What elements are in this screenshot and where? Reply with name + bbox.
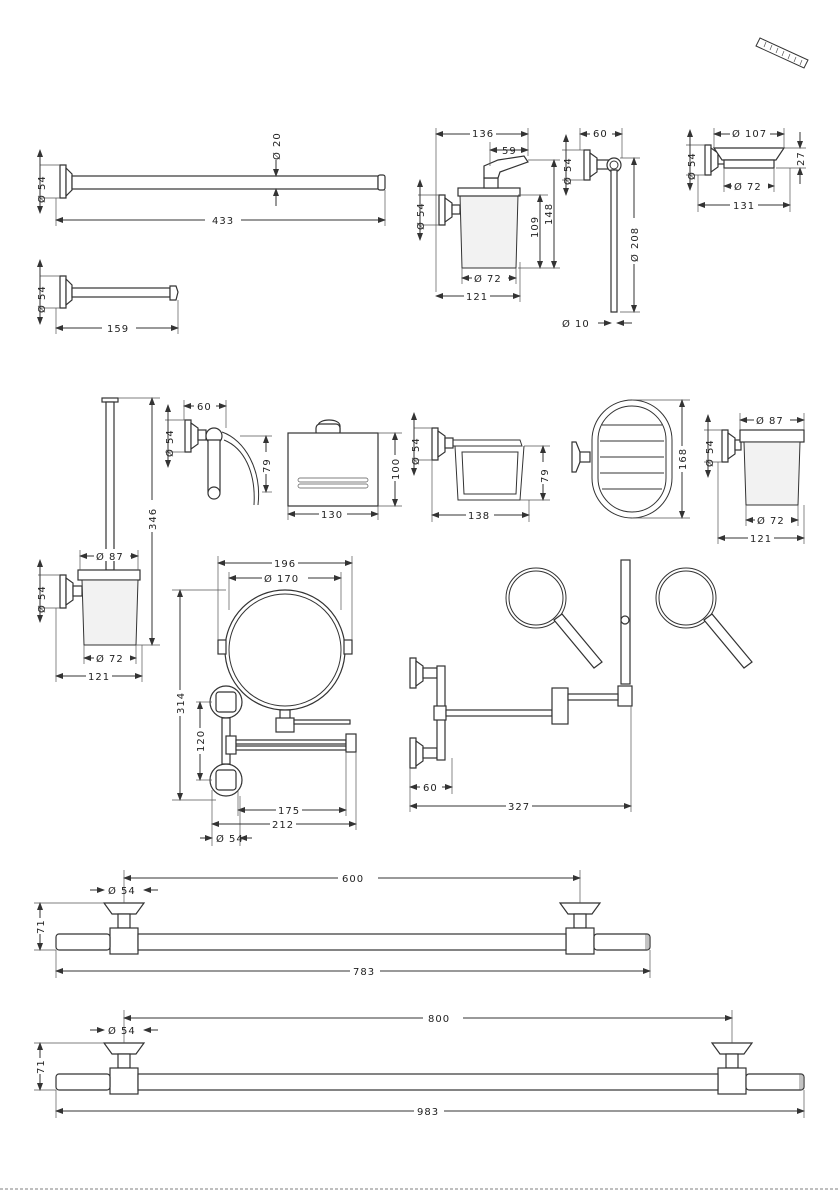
short-holder-length-dim: 159 <box>107 324 129 335</box>
tumbler-depth-dim: 121 <box>750 534 772 545</box>
brush-cup-dim: Ø 87 <box>96 551 124 563</box>
short-holder-drawing: Ø 54 159 <box>36 260 178 335</box>
soap-glass-dim: Ø 72 <box>474 273 502 285</box>
tumbler-mount-dim: Ø 54 <box>704 439 716 467</box>
mirror-arm-long-dim: 212 <box>272 820 294 831</box>
rail1-mount-dim: Ø 54 <box>108 885 136 897</box>
sponge-basket-drawing: 168 <box>572 400 690 518</box>
mirror-arm-short-dim: 175 <box>278 806 300 817</box>
rail2-spacing-dim: 800 <box>428 1014 450 1025</box>
mirror-diameter-dim: Ø 170 <box>264 573 299 585</box>
towel-ring-drawing: 60 Ø 54 Ø 208 Ø 10 <box>562 127 641 330</box>
towel-bar-drawing: Ø 54 Ø 20 433 <box>36 132 385 227</box>
towel-bar-mount-dim: Ø 54 <box>36 175 48 203</box>
paper-holder-mount-dim: Ø 54 <box>164 429 176 457</box>
soap-height-b-dim: 148 <box>544 203 555 225</box>
rail-800-drawing: 800 Ø 54 71 983 <box>33 1010 804 1118</box>
dish-height-dim: 27 <box>796 151 807 166</box>
soap-height-a-dim: 109 <box>530 216 541 238</box>
mirror-mount-dim: Ø 54 <box>216 833 244 845</box>
basket-height-dim: 79 <box>540 468 551 483</box>
towel-bar-length-dim: 433 <box>212 216 234 227</box>
rail2-height-dim: 71 <box>36 1059 47 1074</box>
rail1-height-dim: 71 <box>36 919 47 934</box>
dish-diameter-dim: Ø 107 <box>732 128 767 140</box>
rail2-length-dim: 983 <box>417 1107 439 1118</box>
soap-total-width-dim: 136 <box>472 129 494 140</box>
ring-diameter-dim: Ø 208 <box>629 227 641 262</box>
rail-600-drawing: 600 Ø 54 71 783 <box>33 870 650 978</box>
soap-depth-dim: 121 <box>466 292 488 303</box>
mirror-width-dim: 196 <box>274 559 296 570</box>
soap-dish-drawing: Ø 107 27 Ø 54 Ø 72 131 <box>686 127 807 212</box>
soap-dispenser-drawing: 136 59 109 148 Ø 54 Ø 72 121 <box>415 127 560 303</box>
towel-bar-diameter-dim: Ø 20 <box>271 132 283 160</box>
brush-mount-dim: Ø 54 <box>36 585 48 613</box>
ring-mount-dim: Ø 54 <box>562 157 574 185</box>
box-height-dim: 100 <box>391 458 402 480</box>
short-holder-mount-dim: Ø 54 <box>36 285 48 313</box>
rail2-mount-dim: Ø 54 <box>108 1025 136 1037</box>
brush-height-dim: 346 <box>148 508 159 530</box>
dish-mount-dim: Ø 54 <box>686 152 698 180</box>
mirror-height-dim: 314 <box>176 692 187 714</box>
ruler-icon <box>756 38 808 68</box>
ring-rod-dim: Ø 10 <box>562 318 590 330</box>
toilet-brush-drawing: 346 Ø 87 Ø 54 Ø 72 121 <box>36 398 160 683</box>
tumbler-diameter-dim: Ø 87 <box>756 415 784 427</box>
ring-depth-dim: 60 <box>593 129 608 140</box>
mirror-drawing: 196 Ø 170 314 120 175 212 Ø 54 <box>172 556 356 846</box>
basket-mount-dim: Ø 54 <box>410 437 422 465</box>
sponge-height-dim: 168 <box>678 448 689 470</box>
box-width-dim: 130 <box>321 510 343 521</box>
rail1-length-dim: 783 <box>353 967 375 978</box>
paper-box-drawing: 100 130 <box>288 420 402 521</box>
mirror-plate-dim: 120 <box>196 730 207 752</box>
brush-depth-dim: 121 <box>88 672 110 683</box>
rail1-spacing-dim: 600 <box>342 874 364 885</box>
soap-pump-width-dim: 59 <box>502 146 517 157</box>
tumbler-glass-dim: Ø 72 <box>757 515 785 527</box>
soap-mount-dim: Ø 54 <box>415 202 427 230</box>
paper-holder-depth-dim: 60 <box>197 402 212 413</box>
paper-holder-height-dim: 79 <box>262 458 273 473</box>
dish-base-dim: Ø 72 <box>734 181 762 193</box>
extend-mount-dim: 60 <box>423 783 438 794</box>
tumbler-drawing: Ø 87 Ø 54 Ø 72 121 <box>704 413 804 545</box>
brush-glass-dim: Ø 72 <box>96 653 124 665</box>
basket-width-dim: 138 <box>468 511 490 522</box>
paper-holder-drawing: 60 Ø 54 79 <box>164 399 273 505</box>
extend-total-dim: 327 <box>508 802 530 813</box>
dish-depth-dim: 131 <box>733 201 755 212</box>
extending-arm-drawing: 60 327 <box>410 560 752 813</box>
basket-drawing: Ø 54 79 138 <box>410 413 551 522</box>
